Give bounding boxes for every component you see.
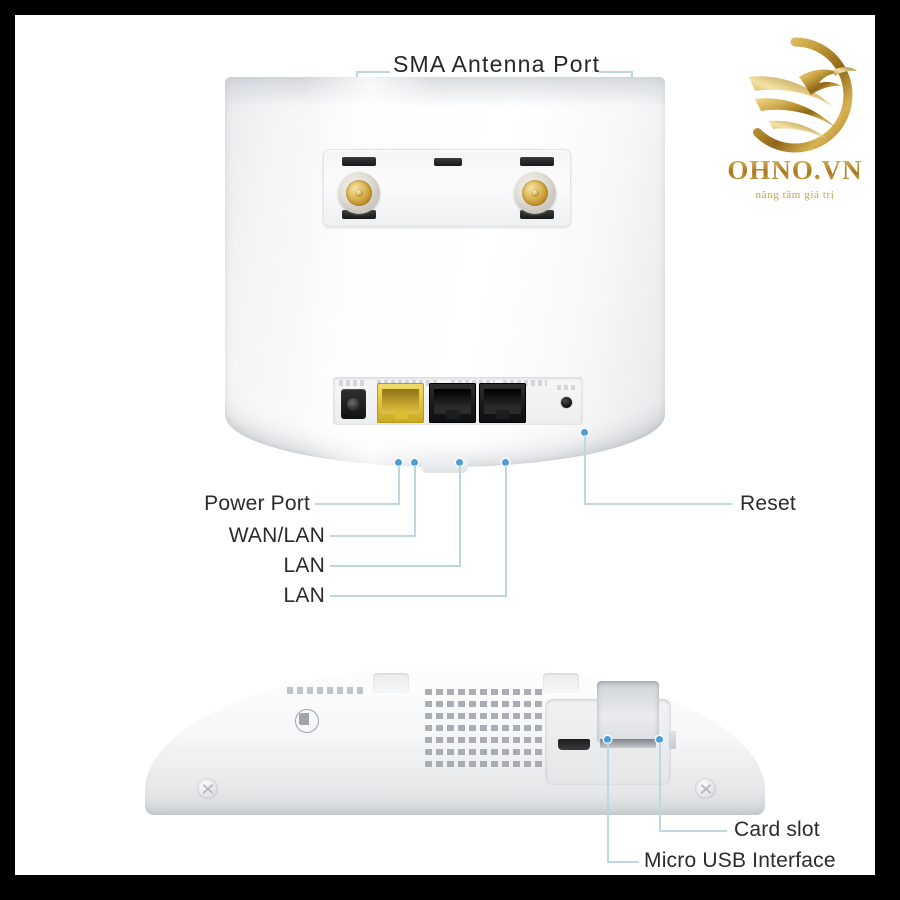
screw-right	[695, 778, 716, 799]
lan-port-1[interactable]	[429, 383, 476, 423]
brand-tagline: nâng tầm giá trị	[755, 189, 835, 201]
antenna-plate	[323, 149, 571, 227]
callout-micro-usb-arm	[607, 861, 639, 863]
card-slot-port[interactable]	[600, 739, 656, 748]
bottom-tab-right	[543, 673, 579, 693]
port-recess-strip	[333, 377, 583, 425]
router-bottom-view	[145, 665, 765, 815]
silkscreen-power	[339, 380, 367, 386]
callout-dot-micro-usb	[604, 736, 611, 743]
label-lan-2: LAN	[283, 584, 325, 607]
callout-lan-2-arm	[330, 595, 507, 597]
lan-port-2[interactable]	[479, 383, 526, 423]
callout-sma-left-elbow	[356, 71, 390, 73]
wan-lan-port-tab	[394, 410, 407, 419]
callout-sma-right-elbow	[599, 71, 633, 73]
power-port[interactable]	[341, 389, 366, 419]
side-vent-slot	[669, 731, 676, 749]
sma-antenna-port-right[interactable]	[514, 172, 556, 214]
callout-lan-1-arm	[330, 565, 461, 567]
router-top-shadow	[225, 77, 665, 107]
bottom-label-model-text	[287, 687, 367, 694]
wan-lan-port-mouth	[382, 389, 419, 414]
bottom-tab-left	[373, 673, 409, 693]
brand-name: OHNO.VN	[715, 155, 875, 186]
sma-antenna-port-heading: SMA Antenna Port	[393, 51, 601, 77]
label-power-port: Power Port	[204, 492, 310, 515]
certification-icon	[295, 709, 319, 733]
router-rear-view	[225, 77, 665, 473]
pad-bottom-left	[342, 210, 376, 219]
callout-dot-card-slot	[656, 736, 663, 743]
label-reset: Reset	[740, 492, 796, 515]
callout-dot-reset	[581, 429, 588, 436]
callout-micro-usb-stem	[607, 742, 609, 861]
label-card-slot: Card slot	[734, 818, 820, 841]
callout-dot-wan-lan	[411, 459, 418, 466]
callout-lan-1-stem	[459, 465, 461, 565]
pad-top-left	[342, 157, 376, 166]
callout-dot-power-port	[395, 459, 402, 466]
label-lan-1: LAN	[283, 554, 325, 577]
callout-wan-lan-arm	[330, 535, 416, 537]
lan-port-1-tab	[446, 410, 459, 419]
pad-bottom-right	[520, 210, 554, 219]
wan-lan-port[interactable]	[377, 383, 424, 423]
callout-dot-lan-2	[502, 459, 509, 466]
diagram-canvas: SMA Antenna Port	[15, 15, 875, 875]
label-wan-lan: WAN/LAN	[228, 524, 325, 547]
micro-usb-port[interactable]	[558, 739, 590, 750]
pad-top-center	[434, 158, 462, 166]
callout-dot-lan-1	[456, 459, 463, 466]
lan-port-1-mouth	[434, 389, 471, 414]
sma-antenna-port-left[interactable]	[338, 172, 380, 214]
label-micro-usb: Micro USB Interface	[644, 849, 836, 872]
callout-card-slot-stem	[659, 742, 661, 830]
lan-port-2-mouth	[484, 389, 521, 414]
callout-card-slot-arm	[659, 830, 727, 832]
callout-wan-lan-stem	[414, 465, 416, 535]
callout-reset-stem	[584, 435, 586, 503]
pad-top-right	[520, 157, 554, 166]
reset-button[interactable]	[561, 397, 572, 408]
callout-power-port-stem	[398, 465, 400, 503]
sim-card-bay	[597, 681, 659, 743]
brand-logo: OHNO.VN nâng tầm giá trị	[715, 33, 875, 218]
lan-port-2-tab	[496, 410, 509, 419]
phoenix-bird-icon	[749, 37, 857, 153]
callout-reset-arm	[584, 503, 732, 505]
silkscreen-reset	[557, 385, 577, 390]
bottom-label-spec-text	[425, 689, 545, 773]
callout-lan-2-stem	[505, 465, 507, 595]
screw-left	[197, 778, 218, 799]
callout-power-port-arm	[315, 503, 400, 505]
